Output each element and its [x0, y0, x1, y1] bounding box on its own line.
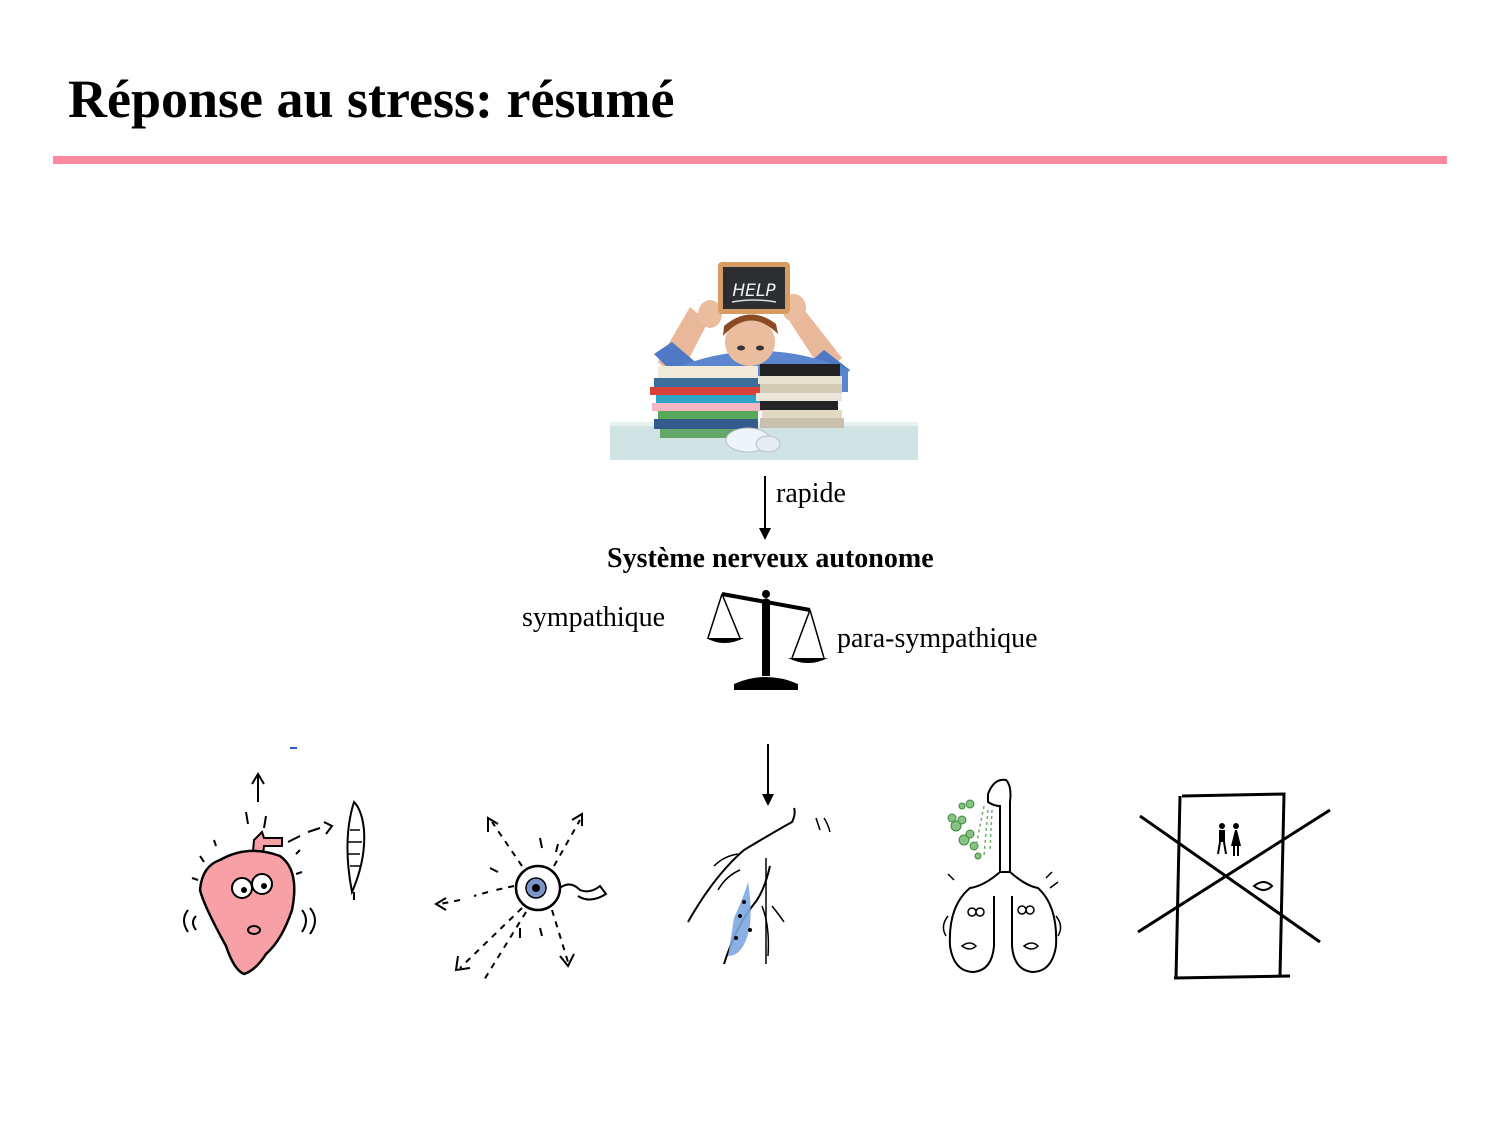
left-branch-label: sympathique — [522, 602, 666, 633]
arrow-rapide — [759, 476, 771, 540]
balance-scale-icon — [706, 590, 828, 690]
heart-icon — [183, 772, 366, 976]
lungs-icon — [942, 778, 1062, 974]
arrow-label-rapide: rapide — [776, 478, 846, 509]
system-label: Système nerveux autonome — [607, 543, 934, 574]
eye-pupil-icon — [434, 812, 608, 981]
help-sign-text: HELP — [732, 281, 776, 301]
sweating-skin-icon — [687, 807, 831, 965]
stress-photo: HELP — [610, 262, 918, 460]
title-underline — [53, 156, 1447, 164]
arrow-effects — [762, 744, 774, 806]
slide-title: Réponse au stress: résumé — [68, 69, 675, 129]
right-branch-label: para-sympathique — [837, 623, 1038, 654]
stray-mark — [290, 747, 297, 749]
toilet-door-crossed-icon — [1137, 792, 1331, 980]
